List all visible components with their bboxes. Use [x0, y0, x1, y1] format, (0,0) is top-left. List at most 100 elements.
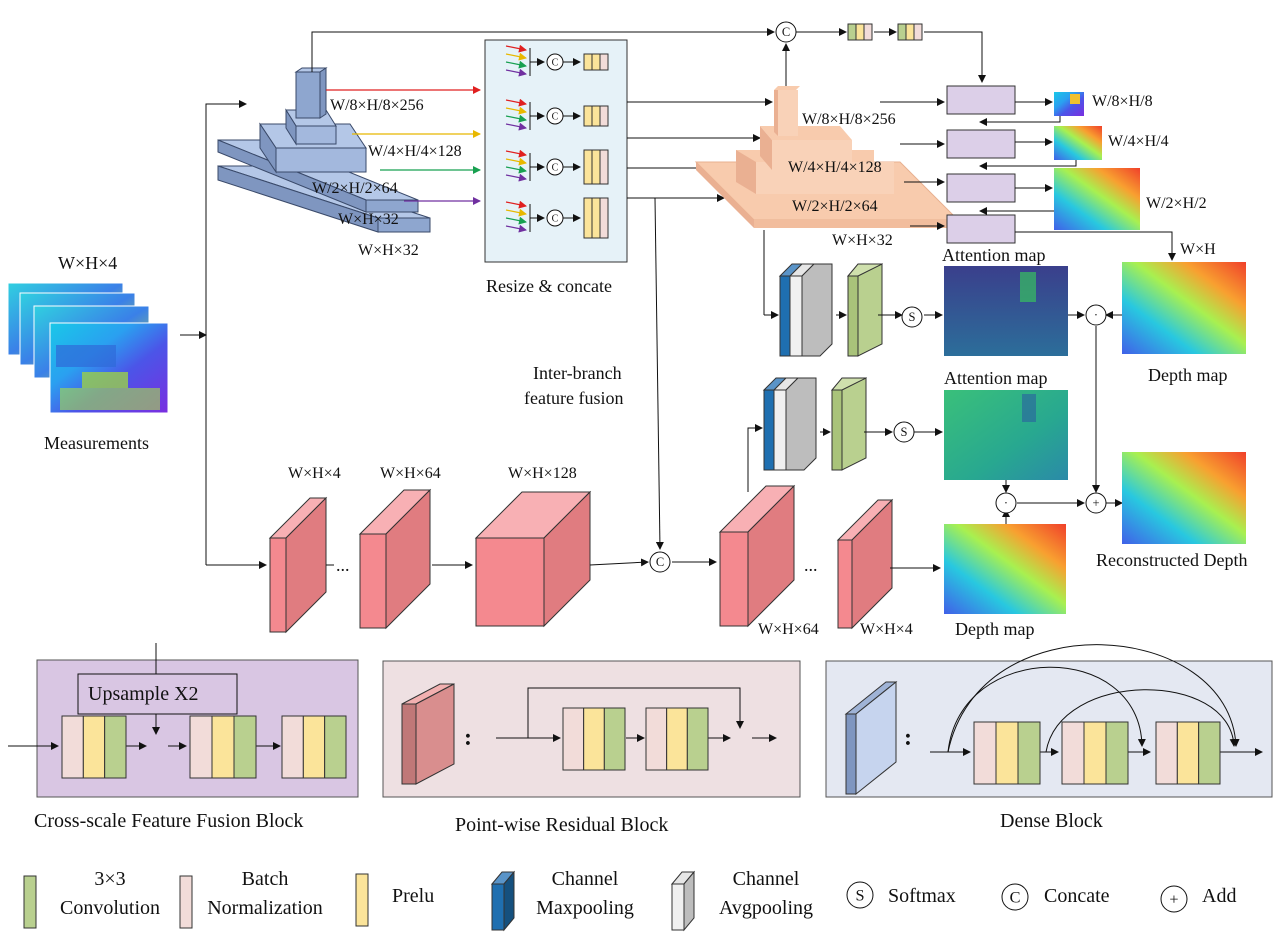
avgpool-swatch-side	[683, 870, 695, 932]
resize-concat-symbol-glyph: C	[552, 57, 559, 68]
red-block-side	[747, 484, 795, 628]
pointwise-unit-2-prelu	[666, 707, 688, 771]
fusion-concat-symbol	[649, 551, 671, 573]
resize-concat-symbol-glyph: C	[552, 162, 559, 173]
resize-arrow	[505, 98, 527, 107]
dec-dim-256: W/8×H/8×256	[802, 111, 896, 128]
cross-scale-unit-1	[61, 715, 127, 779]
dense-block	[825, 644, 1273, 798]
cross-scale-unit-1-bn	[61, 715, 84, 779]
softmax-symbol-upper-glyph: S	[909, 310, 916, 324]
top-concat-symbol-glyph: C	[782, 25, 790, 39]
legend-bn-line2: Normalization	[207, 897, 323, 919]
resize-arrow	[505, 224, 527, 233]
cross-scale-unit-2-conv	[233, 715, 257, 779]
depth-map-label-2: Depth map	[955, 619, 1035, 639]
dense-unit-3-bn	[1155, 721, 1178, 785]
dense-unit-2-conv	[1105, 721, 1129, 785]
ellipsis-2: ...	[804, 555, 818, 575]
top-mini-block-1	[847, 23, 873, 41]
resize-mini-block	[583, 149, 609, 185]
pointwise-unit-1-bn	[562, 707, 585, 771]
attention-branch-lower	[747, 377, 1246, 614]
bot-dim-4: W×H×4	[288, 465, 341, 482]
pointwise-unit-1	[562, 707, 626, 771]
multiscale-depth-thumbnails	[1054, 92, 1140, 230]
red-block-side	[543, 490, 591, 628]
att-dim-1: W×H	[1180, 241, 1216, 258]
legend-avgpool-line2: Avgpooling	[718, 897, 814, 919]
measurements-image-stack	[7, 282, 169, 414]
cross-scale-unit-1-prelu	[82, 715, 106, 779]
resize-arrow	[505, 165, 527, 174]
dec-dim-64: W/2×H/2×64	[792, 198, 878, 215]
legend-concate: Concate	[1044, 885, 1110, 907]
avgpool-face	[801, 263, 833, 357]
multiply-symbol-upper-glyph: ·	[1094, 308, 1098, 322]
resize-mini-block-bn	[599, 149, 609, 185]
att-dim-8: W/8×H/8	[1092, 93, 1153, 110]
dec-dim-128: W/4×H/4×128	[788, 159, 882, 176]
resize-mini-block	[583, 53, 609, 71]
legend-conv-line2: Convolution	[59, 897, 160, 919]
dense-unit-1	[973, 721, 1041, 785]
attention-branch-upper	[763, 230, 1246, 493]
conv-swatch	[23, 875, 37, 929]
measurements-label: Measurements	[44, 433, 149, 453]
dense-unit-1-bn	[973, 721, 997, 785]
top-concat-symbol	[775, 21, 797, 43]
top-mini-block-2	[897, 23, 923, 41]
attention-map-label-1: Attention map	[942, 245, 1046, 265]
multiply-symbol-upper	[1085, 304, 1107, 326]
upsample-label: Upsample X2	[88, 683, 199, 705]
resize-concate-label: Resize & concate	[486, 276, 612, 296]
multiply-symbol-lower-glyph: ·	[1004, 496, 1008, 510]
cross-scale-unit-3-conv	[324, 715, 347, 779]
conv-face	[841, 377, 867, 471]
top-mini-block-1-bn	[863, 23, 873, 41]
resize-mini-block-prelu	[591, 105, 601, 127]
legend-add: Add	[1202, 885, 1237, 907]
dense-unit-2-prelu	[1083, 721, 1107, 785]
red-block-front	[269, 537, 287, 633]
resize-arrow	[505, 106, 527, 115]
avgpool-face	[785, 377, 817, 471]
color-arrows-to-resize	[326, 86, 481, 205]
cross-scale-unit-2-bn	[189, 715, 213, 779]
softmax-symbol-lower	[893, 421, 915, 443]
dense-unit-3	[1155, 721, 1221, 785]
resize-mini-block-prelu	[583, 53, 593, 71]
encoder-pyramid	[217, 67, 431, 233]
bot-dim-64b: W×H×64	[758, 621, 819, 638]
ellipsis-1: ...	[336, 555, 350, 575]
resize-mini-block-prelu	[591, 53, 601, 71]
dense-colon: :	[904, 725, 912, 751]
softmax-icon-glyph: S	[855, 886, 864, 904]
fusion-label-line1: Inter-branch	[533, 363, 622, 383]
resize-arrow	[505, 208, 527, 217]
resize-mini-block-bn	[599, 197, 609, 239]
resize-arrow	[505, 114, 527, 123]
red-block-front	[475, 537, 545, 627]
maxpool-face	[779, 275, 791, 357]
resize-arrow	[505, 44, 527, 53]
resize-arrow	[505, 149, 527, 158]
add-icon-glyph: +	[1169, 890, 1178, 908]
fusion-concat-symbol-glyph: C	[656, 555, 664, 569]
resize-concat-symbol-glyph: C	[552, 111, 559, 122]
enc-dim-64: W/2×H/2×64	[312, 180, 398, 197]
concat-icon-glyph: C	[1010, 888, 1021, 906]
cross-scale-unit-3	[281, 715, 347, 779]
att-dim-2: W/2×H/2	[1146, 195, 1207, 212]
pointwise-unit-1-conv	[603, 707, 626, 771]
cross-scale-block	[8, 643, 359, 798]
bot-dim-4b: W×H×4	[860, 621, 913, 638]
red-block-side	[385, 488, 431, 630]
conv-side	[847, 275, 859, 357]
pointwise-colon: :	[464, 725, 472, 751]
dec-dim-32: W×H×32	[832, 232, 893, 249]
bot-dim-128: W×H×128	[508, 465, 577, 482]
att-dim-4: W/4×H/4	[1108, 133, 1169, 150]
